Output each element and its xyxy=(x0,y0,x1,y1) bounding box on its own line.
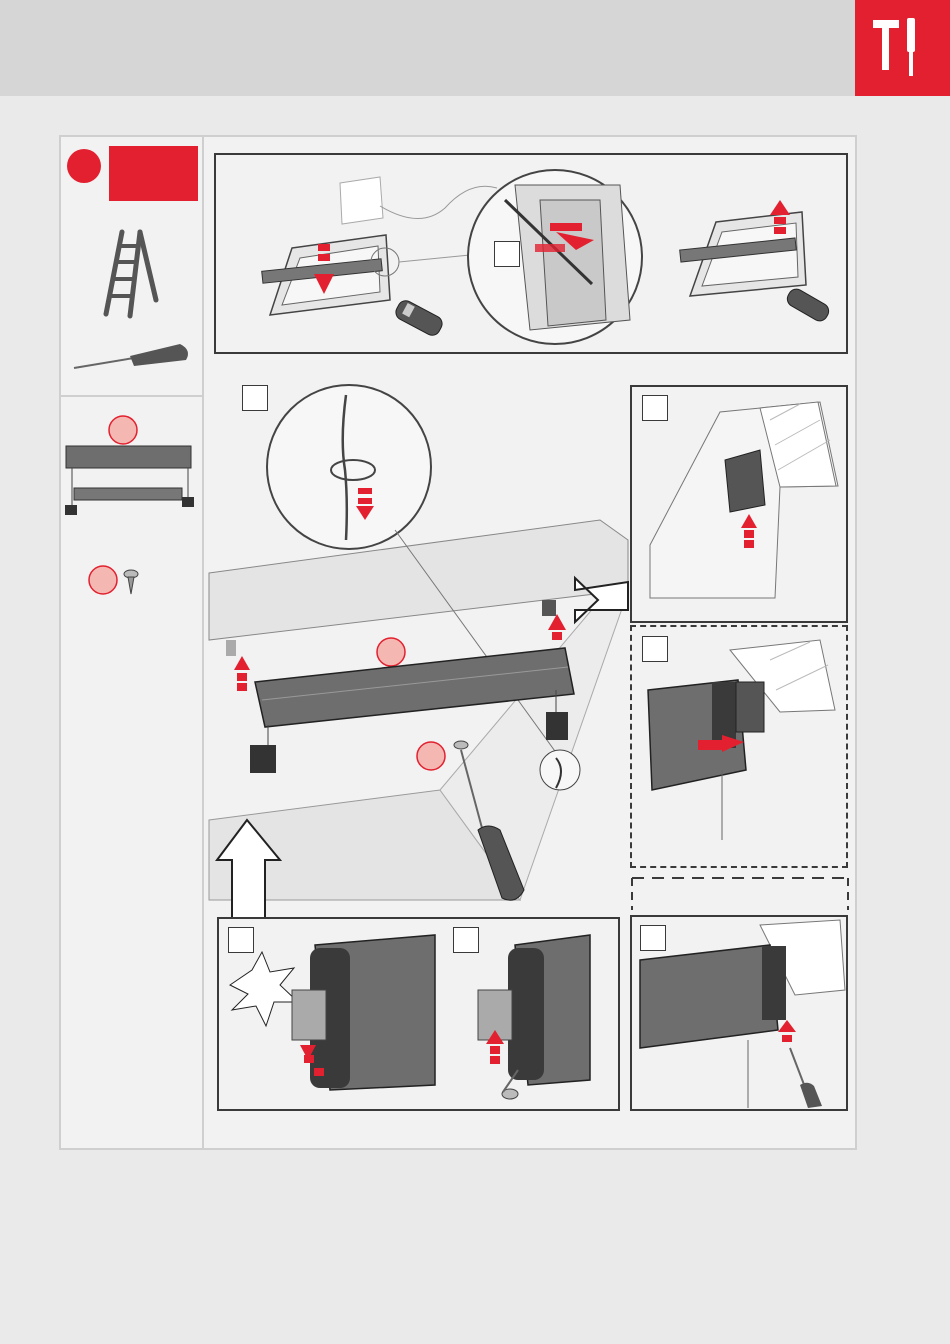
step-tab xyxy=(109,146,198,201)
detail-box-e xyxy=(640,925,666,951)
detail-box-f xyxy=(228,927,254,953)
detail-box-b xyxy=(242,385,268,411)
detail-box-a xyxy=(494,241,520,267)
detail-box-g xyxy=(453,927,479,953)
motor-test-panel xyxy=(214,153,848,354)
sidebar-divider xyxy=(202,137,204,1148)
tools-badge xyxy=(855,0,950,96)
detail-box-c xyxy=(642,395,668,421)
header-band xyxy=(0,0,950,96)
detail-box-d xyxy=(642,636,668,662)
step-marker-dot xyxy=(67,149,101,183)
end-cap-detail-panel xyxy=(217,917,620,1111)
sidebar-section-divider xyxy=(61,395,202,397)
hammer-screwdriver-icon xyxy=(855,0,950,96)
